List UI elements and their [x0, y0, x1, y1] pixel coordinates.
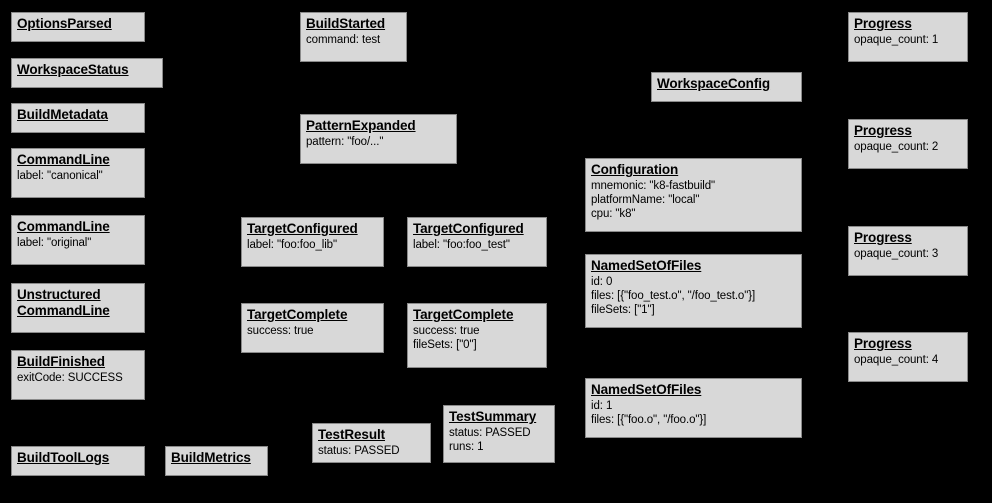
node-fields: success: true fileSets: ["0"] — [413, 324, 541, 352]
node-field: pattern: "foo/..." — [306, 136, 384, 148]
node-title: Unstructured CommandLine — [17, 287, 110, 318]
node-test-summary[interactable]: TestSummary status: PASSED runs: 1 — [443, 405, 555, 463]
node-title: Progress — [854, 123, 912, 138]
node-fields: opaque_count: 2 — [854, 140, 962, 154]
node-fields: id: 0 files: [{"foo_test.o", "/foo_test.o… — [591, 275, 796, 317]
node-title: WorkspaceStatus — [17, 62, 129, 77]
node-workspace-config[interactable]: WorkspaceConfig — [651, 72, 802, 102]
node-title: TestSummary — [449, 409, 537, 424]
node-fields: pattern: "foo/..." — [306, 135, 451, 149]
node-field: exitCode: SUCCESS — [17, 372, 123, 384]
node-field: platformName: "local" — [591, 194, 700, 206]
node-title: NamedSetOfFiles — [591, 382, 702, 397]
node-title: Progress — [854, 230, 912, 245]
node-title: BuildFinished — [17, 354, 105, 369]
node-workspace-status[interactable]: WorkspaceStatus — [11, 58, 163, 88]
node-fields: opaque_count: 1 — [854, 33, 962, 47]
node-title: BuildStarted — [306, 16, 386, 31]
node-title: BuildMetrics — [171, 450, 251, 465]
node-field: files: [{"foo.o", "/foo.o"}] — [591, 414, 707, 426]
node-title: Progress — [854, 16, 912, 31]
node-fields: label: "foo:foo_lib" — [247, 238, 378, 252]
node-pattern-expanded[interactable]: PatternExpanded pattern: "foo/..." — [300, 114, 457, 164]
node-field: cpu: "k8" — [591, 208, 636, 220]
node-title: PatternExpanded — [306, 118, 416, 133]
node-fields: status: PASSED runs: 1 — [449, 426, 549, 454]
node-field: mnemonic: "k8-fastbuild" — [591, 180, 716, 192]
node-field: label: "original" — [17, 237, 92, 249]
node-fields: opaque_count: 4 — [854, 353, 962, 367]
node-build-tool-logs[interactable]: BuildToolLogs — [11, 446, 145, 476]
node-title: CommandLine — [17, 219, 110, 234]
node-fields: label: "canonical" — [17, 169, 139, 183]
node-test-result[interactable]: TestResult status: PASSED — [312, 423, 431, 463]
node-command-line-canonical[interactable]: CommandLine label: "canonical" — [11, 148, 145, 198]
node-progress-3[interactable]: Progress opaque_count: 3 — [848, 226, 968, 276]
node-fields: command: test — [306, 33, 401, 47]
node-fields: label: "foo:foo_test" — [413, 238, 541, 252]
node-field: opaque_count: 2 — [854, 141, 939, 153]
node-field: opaque_count: 3 — [854, 248, 939, 260]
node-build-metadata[interactable]: BuildMetadata — [11, 103, 145, 133]
node-target-configured-foo-lib[interactable]: TargetConfigured label: "foo:foo_lib" — [241, 217, 384, 267]
node-build-finished[interactable]: BuildFinished exitCode: SUCCESS — [11, 350, 145, 400]
node-field: fileSets: ["0"] — [413, 339, 477, 351]
node-target-configured-foo-test[interactable]: TargetConfigured label: "foo:foo_test" — [407, 217, 547, 267]
node-build-metrics[interactable]: BuildMetrics — [165, 446, 268, 476]
node-title: BuildToolLogs — [17, 450, 110, 465]
node-configuration[interactable]: Configuration mnemonic: "k8-fastbuild" pla… — [585, 158, 802, 232]
node-target-complete-foo-lib[interactable]: TargetComplete success: true — [241, 303, 384, 353]
node-fields: exitCode: SUCCESS — [17, 371, 139, 385]
node-title: TargetConfigured — [413, 221, 524, 236]
node-title: CommandLine — [17, 152, 110, 167]
node-field: runs: 1 — [449, 441, 484, 453]
node-progress-2[interactable]: Progress opaque_count: 2 — [848, 119, 968, 169]
node-unstructured-command-line[interactable]: Unstructured CommandLine — [11, 283, 145, 333]
node-target-complete-foo-test[interactable]: TargetComplete success: true fileSets: ["0… — [407, 303, 547, 368]
node-field: opaque_count: 1 — [854, 34, 939, 46]
node-fields: opaque_count: 3 — [854, 247, 962, 261]
node-title: TargetConfigured — [247, 221, 358, 236]
node-fields: status: PASSED — [318, 444, 425, 458]
node-fields: label: "original" — [17, 236, 139, 250]
node-field: success: true — [247, 325, 314, 337]
node-title: NamedSetOfFiles — [591, 258, 702, 273]
node-fields: id: 1 files: [{"foo.o", "/foo.o"}] — [591, 399, 796, 427]
node-title: Configuration — [591, 162, 679, 177]
node-field: label: "foo:foo_lib" — [247, 239, 337, 251]
node-title: TargetComplete — [247, 307, 348, 322]
node-title: OptionsParsed — [17, 16, 112, 31]
node-field: fileSets: ["1"] — [591, 304, 655, 316]
node-fields: mnemonic: "k8-fastbuild" platformName: "l… — [591, 179, 796, 221]
node-title: Progress — [854, 336, 912, 351]
node-field: id: 1 — [591, 400, 613, 412]
node-field: command: test — [306, 34, 381, 46]
node-field: files: [{"foo_test.o", "/foo_test.o"}] — [591, 290, 756, 302]
node-title: BuildMetadata — [17, 107, 108, 122]
node-title: TargetComplete — [413, 307, 514, 322]
node-command-line-original[interactable]: CommandLine label: "original" — [11, 215, 145, 265]
node-named-set-of-files-1[interactable]: NamedSetOfFiles id: 1 files: [{"foo.o", "/… — [585, 378, 802, 438]
node-field: label: "canonical" — [17, 170, 103, 182]
node-field: opaque_count: 4 — [854, 354, 939, 366]
node-field: id: 0 — [591, 276, 613, 288]
node-progress-1[interactable]: Progress opaque_count: 1 — [848, 12, 968, 62]
node-field: label: "foo:foo_test" — [413, 239, 510, 251]
node-named-set-of-files-0[interactable]: NamedSetOfFiles id: 0 files: [{"foo_test.o… — [585, 254, 802, 328]
node-field: success: true — [413, 325, 480, 337]
node-field: status: PASSED — [318, 445, 400, 457]
node-progress-4[interactable]: Progress opaque_count: 4 — [848, 332, 968, 382]
node-build-started[interactable]: BuildStarted command: test — [300, 12, 407, 62]
node-options-parsed[interactable]: OptionsParsed — [11, 12, 145, 42]
node-fields: success: true — [247, 324, 378, 338]
node-title: TestResult — [318, 427, 386, 442]
node-field: status: PASSED — [449, 427, 531, 439]
node-title: WorkspaceConfig — [657, 76, 771, 91]
